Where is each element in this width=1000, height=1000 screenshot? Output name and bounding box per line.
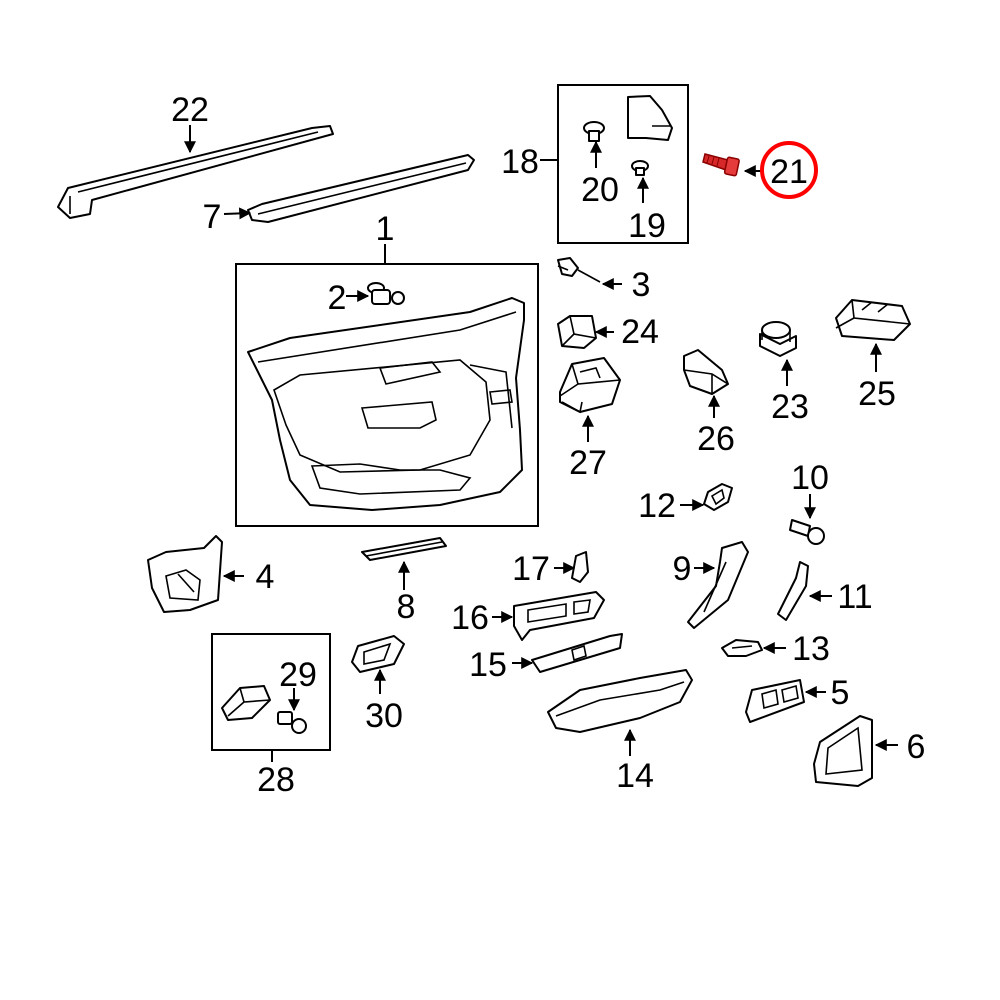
part-27-window-switch[interactable] bbox=[559, 357, 621, 414]
part-24-switch[interactable] bbox=[557, 315, 597, 349]
part-22-belt-molding[interactable] bbox=[57, 125, 334, 219]
callout-3[interactable]: 3 bbox=[632, 266, 651, 304]
part-1-door-trim-panel[interactable] bbox=[247, 297, 525, 511]
part-28-light-assembly[interactable] bbox=[221, 685, 271, 721]
callout-8[interactable]: 8 bbox=[397, 588, 416, 626]
part-19-clip[interactable] bbox=[631, 160, 649, 176]
callout-28[interactable]: 28 bbox=[257, 761, 295, 799]
callout-29[interactable]: 29 bbox=[279, 656, 317, 694]
part-26-switch[interactable] bbox=[683, 349, 729, 395]
callout-4[interactable]: 4 bbox=[256, 558, 275, 596]
callout-24[interactable]: 24 bbox=[621, 313, 659, 351]
part-30-inside-handle[interactable] bbox=[351, 635, 405, 673]
callout-18[interactable]: 18 bbox=[501, 143, 539, 181]
part-13-bezel[interactable] bbox=[721, 639, 763, 657]
callout-26[interactable]: 26 bbox=[697, 420, 735, 458]
part-12-bezel[interactable] bbox=[703, 483, 733, 511]
part-4-bracket[interactable] bbox=[147, 535, 223, 613]
callout-7[interactable]: 7 bbox=[203, 198, 222, 236]
callout-9[interactable]: 9 bbox=[673, 550, 692, 588]
callout-5[interactable]: 5 bbox=[831, 674, 850, 712]
callout-23[interactable]: 23 bbox=[771, 388, 809, 426]
callout-19[interactable]: 19 bbox=[628, 207, 666, 245]
part-23-switch-knob[interactable] bbox=[759, 321, 797, 357]
part-10-bolt[interactable] bbox=[789, 519, 825, 545]
part-17-clip[interactable] bbox=[571, 551, 589, 583]
part-11-trim[interactable] bbox=[777, 561, 809, 621]
callout-16[interactable]: 16 bbox=[451, 599, 489, 637]
part-15-armrest-base[interactable] bbox=[531, 633, 623, 673]
part-20-clip[interactable] bbox=[583, 121, 605, 142]
callout-10[interactable]: 10 bbox=[791, 459, 829, 497]
group-box-1 bbox=[235, 263, 539, 527]
part-6-handle-bezel[interactable] bbox=[813, 715, 873, 787]
group-box-18 bbox=[557, 84, 689, 244]
part-21-screw[interactable] bbox=[702, 153, 740, 177]
highlight-ring-21 bbox=[760, 141, 818, 199]
part-14-armrest[interactable] bbox=[547, 669, 693, 733]
part-9-bracket[interactable] bbox=[687, 541, 749, 629]
part-5-switch-bezel[interactable] bbox=[745, 679, 805, 723]
callout-1[interactable]: 1 bbox=[376, 210, 395, 248]
callout-30[interactable]: 30 bbox=[365, 697, 403, 735]
callout-15[interactable]: 15 bbox=[469, 646, 507, 684]
part-7-weatherstrip[interactable] bbox=[247, 154, 475, 223]
callout-6[interactable]: 6 bbox=[907, 728, 926, 766]
part-16-armrest-panel[interactable] bbox=[513, 591, 605, 641]
callout-21[interactable]: 21 bbox=[770, 153, 808, 191]
callout-12[interactable]: 12 bbox=[638, 487, 676, 525]
callout-13[interactable]: 13 bbox=[792, 630, 830, 668]
callout-22[interactable]: 22 bbox=[171, 91, 209, 129]
callout-17[interactable]: 17 bbox=[512, 550, 550, 588]
callout-25[interactable]: 25 bbox=[858, 375, 896, 413]
part-2-fastener[interactable] bbox=[367, 282, 405, 305]
callout-20[interactable]: 20 bbox=[581, 171, 619, 209]
part-18-mirror-cover[interactable] bbox=[627, 95, 673, 141]
part-8-trim-strip[interactable] bbox=[361, 537, 447, 561]
part-3-retainer[interactable] bbox=[557, 257, 601, 283]
callout-27[interactable]: 27 bbox=[569, 444, 607, 482]
callout-2[interactable]: 2 bbox=[328, 279, 347, 317]
callout-11[interactable]: 11 bbox=[837, 578, 872, 616]
part-25-switch-assembly[interactable] bbox=[835, 299, 911, 341]
callout-14[interactable]: 14 bbox=[616, 757, 654, 795]
part-29-bulb[interactable] bbox=[277, 711, 307, 734]
leader-7 bbox=[223, 207, 252, 220]
